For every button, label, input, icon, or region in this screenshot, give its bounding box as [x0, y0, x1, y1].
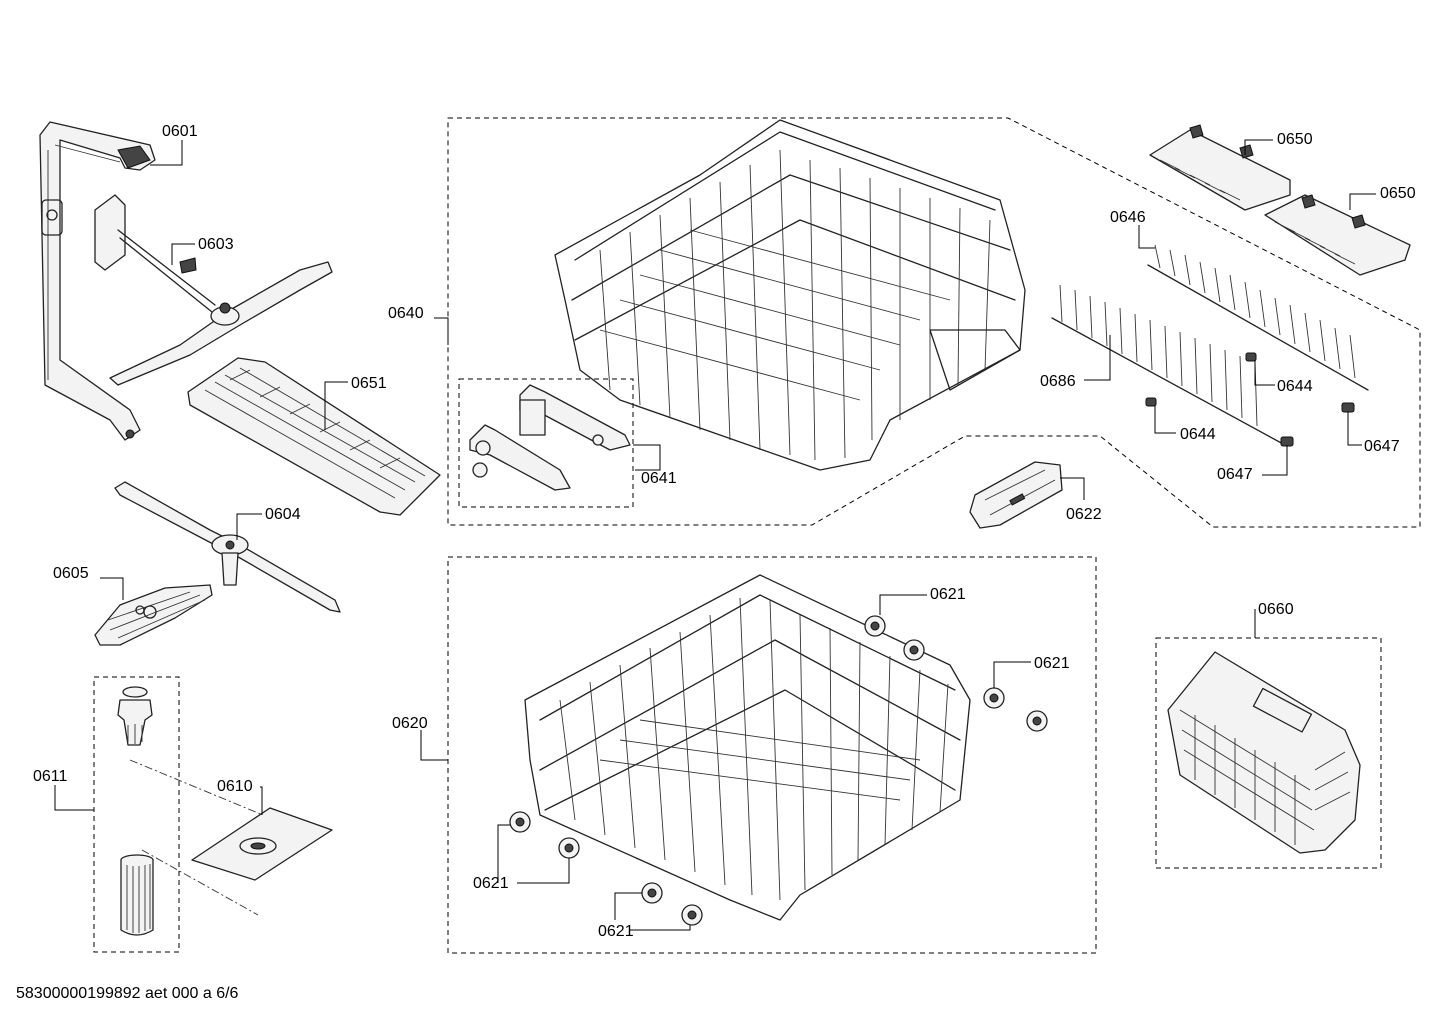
- wheel-4: [1026, 710, 1048, 732]
- filter-assembly-axis-line: [129, 759, 276, 916]
- folding-tine-row-part-front: [1051, 284, 1286, 446]
- callout-0601: 0601: [162, 123, 198, 140]
- callout-0651: 0651: [351, 375, 387, 392]
- foldable-tray-part: [187, 357, 441, 516]
- cutlery-basket-part: [1167, 651, 1361, 854]
- rack-hinge-subgroup-outline: [458, 378, 634, 508]
- wheel-2: [903, 639, 925, 661]
- callout-0644-right: 0644: [1277, 378, 1313, 395]
- rack-clip-0647-b: [1280, 436, 1294, 447]
- callout-0650-upper: 0650: [1277, 131, 1313, 148]
- callout-0640: 0640: [388, 305, 424, 322]
- lower-dish-rack-part: [524, 574, 971, 921]
- wheel-1: [864, 615, 886, 637]
- wheel-7: [641, 882, 663, 904]
- folding-tine-row-part-rear: [1147, 244, 1369, 391]
- tine-clip-0644-b: [1145, 397, 1157, 407]
- callout-0610: 0610: [217, 778, 253, 795]
- callout-0646: 0646: [1110, 209, 1146, 226]
- drawing-reference-footer: 58300000199892 aet 000 a 6/6: [16, 985, 239, 1002]
- rack-wheel-parts: [509, 615, 1048, 926]
- callout-0603: 0603: [198, 236, 234, 253]
- micro-filter-part: [94, 584, 213, 646]
- leader-lines: [54, 139, 1376, 931]
- rack-handle-part: [969, 461, 1063, 529]
- cutlery-basket-group-outline: [1155, 637, 1382, 869]
- lower-spray-arm-part: [114, 481, 341, 613]
- callout-0621-bottom-center: 0621: [598, 923, 634, 940]
- callout-0641: 0641: [641, 470, 677, 487]
- cup-shelf-part-lower: [1264, 194, 1411, 276]
- coarse-filter-part: [117, 686, 153, 746]
- wheel-3: [983, 687, 1005, 709]
- wheel-8: [681, 904, 703, 926]
- callout-0621-top-left: 0621: [930, 586, 966, 603]
- callout-0621-top-right: 0621: [1034, 655, 1070, 672]
- lower-rack-group-outline: [447, 556, 1097, 954]
- upper-dish-rack-part: [554, 119, 1026, 471]
- tine-clip-0644-a: [1245, 352, 1257, 362]
- callout-0604: 0604: [265, 506, 301, 523]
- wheel-6: [558, 837, 580, 859]
- callout-0647-right: 0647: [1364, 438, 1400, 455]
- callout-0611: 0611: [33, 768, 68, 785]
- callout-0650-lower: 0650: [1380, 185, 1416, 202]
- supply-pipe-part: [39, 121, 156, 441]
- callout-0686: 0686: [1040, 373, 1076, 390]
- callout-0660: 0660: [1258, 601, 1294, 618]
- flat-filter-plate-part: [191, 807, 333, 881]
- callout-0644-left: 0644: [1180, 426, 1216, 443]
- callout-0622: 0622: [1066, 506, 1102, 523]
- cylindrical-fine-filter-part: [120, 854, 154, 936]
- callout-0605: 0605: [53, 565, 89, 582]
- rack-clip-0647-a: [1341, 402, 1355, 413]
- callout-0647-left: 0647: [1217, 466, 1253, 483]
- callout-0621-bottom-left: 0621: [473, 875, 509, 892]
- wheel-5: [509, 811, 531, 833]
- cup-shelf-part-upper: [1149, 124, 1291, 211]
- rack-adjuster-hinge-part: [469, 384, 631, 491]
- callout-0620: 0620: [392, 715, 428, 732]
- upper-spray-arm-part: [94, 194, 333, 386]
